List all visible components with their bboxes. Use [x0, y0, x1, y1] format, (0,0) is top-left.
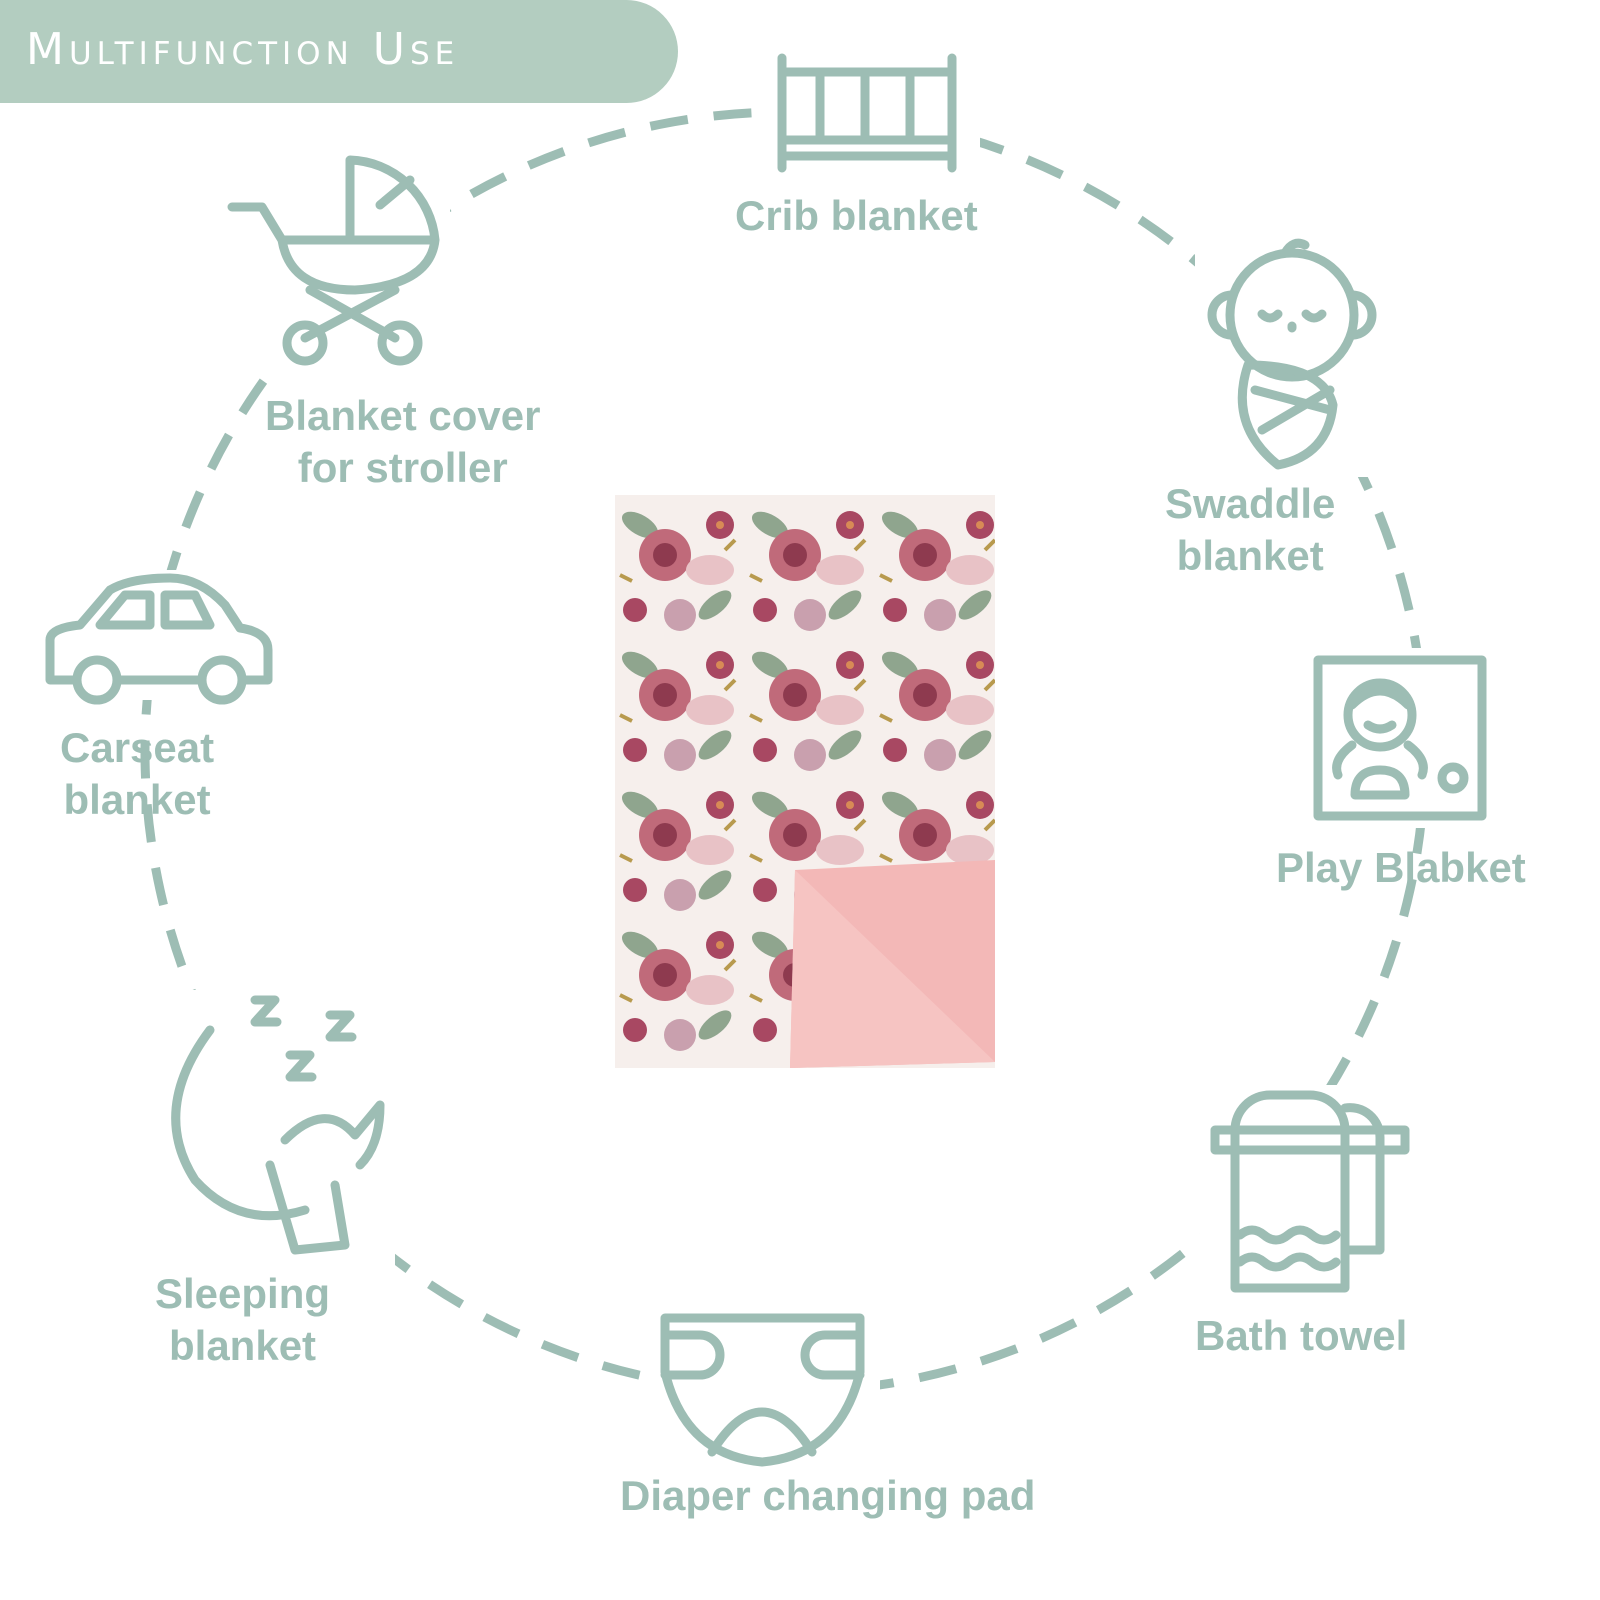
banner-title: Multifunction Use	[26, 24, 460, 75]
label-carseat-blanket: Carseat blanket	[60, 724, 215, 823]
label-crib-blanket: Crib blanket	[735, 192, 978, 239]
diaper-icon	[645, 1300, 880, 1480]
label-play-blanket: Play Blabket	[1276, 844, 1526, 891]
label-diaper-pad: Diaper changing pad	[620, 1472, 1036, 1519]
play-mat-icon	[1305, 648, 1495, 828]
stroller-icon	[225, 150, 450, 366]
swaddled-baby-icon	[1195, 232, 1390, 477]
car-icon	[40, 570, 280, 705]
label-bath-towel: Bath towel	[1195, 1312, 1408, 1359]
towel-icon	[1200, 1085, 1415, 1300]
header-banner: Multifunction Use	[0, 0, 678, 103]
label-sleeping-blanket: Sleeping blanket	[155, 1270, 331, 1369]
crib-icon	[760, 50, 980, 180]
moon-sleep-icon	[160, 990, 395, 1265]
label-stroller-cover: Blanket cover for stroller	[265, 392, 541, 491]
label-swaddle-blanket: Swaddle blanket	[1165, 480, 1336, 579]
